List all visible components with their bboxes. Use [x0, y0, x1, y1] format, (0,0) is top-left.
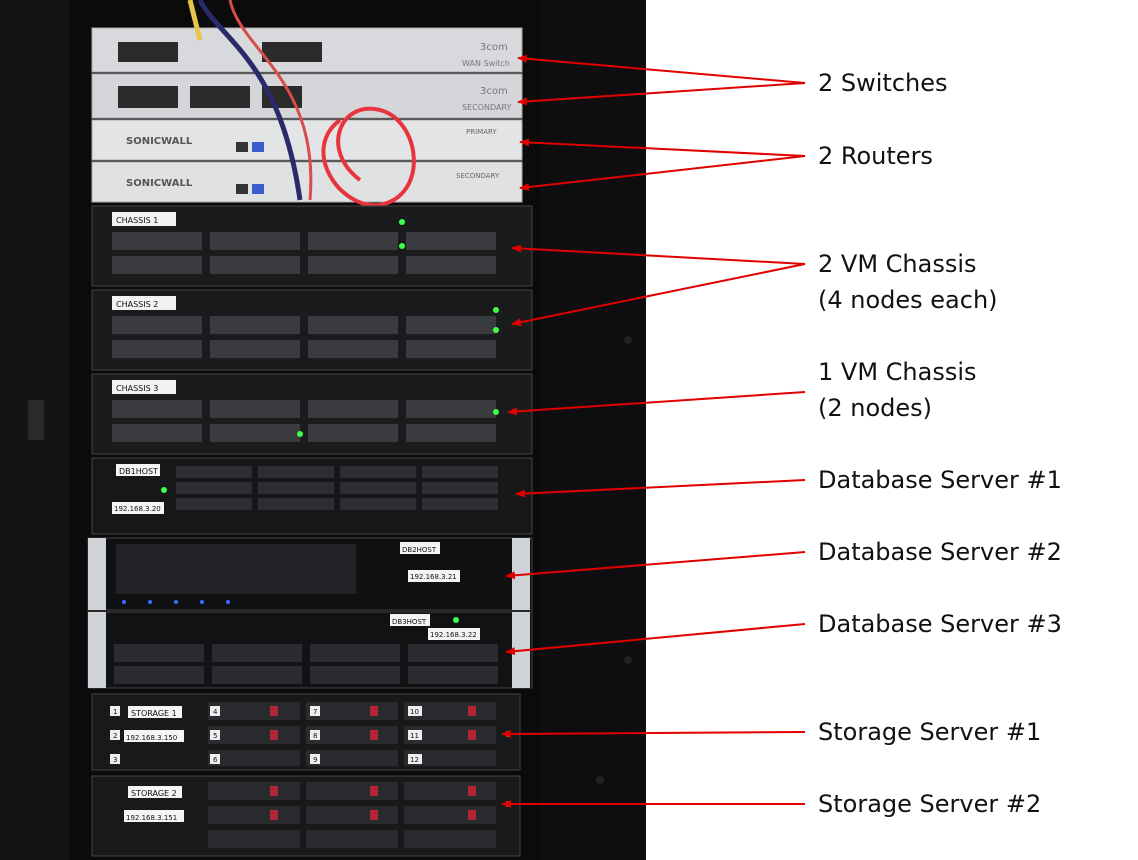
- label-vm-chassis-line1: 2 VM Chassis: [818, 250, 977, 278]
- server-rack-photo: 3com WAN Switch 3com SECONDARY SONICWALL…: [0, 0, 646, 860]
- storage-server-2: STORAGE 2 192.168.3.151: [91, 775, 521, 857]
- bay-number: 6: [213, 756, 218, 764]
- bay-number: 2: [113, 732, 117, 740]
- rack-illustration: 3com WAN Switch 3com SECONDARY SONICWALL…: [28, 0, 646, 860]
- label-storage-server-2: Storage Server #2: [818, 790, 1042, 818]
- router-unit-2: SONICWALL SECONDARY: [91, 161, 523, 203]
- switch-unit-2: 3com SECONDARY: [91, 73, 523, 119]
- storage-name-label: STORAGE 2: [131, 789, 177, 798]
- router-brand-text: SONICWALL: [126, 178, 193, 189]
- host-label: DB3HOST: [392, 618, 427, 626]
- ip-label: 192.168.3.151: [126, 814, 177, 822]
- database-server-1: DB1HOST 192.168.3.20: [91, 457, 533, 535]
- bay-number: 3: [113, 756, 117, 764]
- host-label: DB1HOST: [119, 467, 158, 476]
- database-server-3: DB3HOST 192.168.3.22: [87, 611, 533, 689]
- label-database-server-1: Database Server #1: [818, 466, 1062, 494]
- bay-number: 9: [313, 756, 317, 764]
- label-database-server-2: Database Server #2: [818, 538, 1062, 566]
- vm-chassis-3: CHASSIS 3: [91, 373, 533, 455]
- rack-right-door: [540, 0, 646, 860]
- chassis-label: CHASSIS 2: [116, 300, 158, 309]
- router-tag-text: SECONDARY: [456, 172, 500, 180]
- database-server-2: DB2HOST 192.168.3.21: [87, 537, 533, 611]
- bay-number: 8: [313, 732, 317, 740]
- rack-latch: [28, 400, 44, 440]
- red-patch-cable: [321, 106, 416, 208]
- bay-number: 11: [410, 732, 419, 740]
- vm-chassis-2: CHASSIS 2: [91, 289, 533, 371]
- label-vm-chassis2-line1: 1 VM Chassis: [818, 358, 977, 386]
- router-brand-text: SONICWALL: [126, 136, 193, 147]
- switch-unit-1: 3com WAN Switch: [91, 27, 523, 73]
- bay-number: 4: [213, 708, 218, 716]
- chassis-label: CHASSIS 3: [116, 384, 158, 393]
- label-switches: 2 Switches: [818, 69, 948, 97]
- ip-label: 192.168.3.21: [410, 573, 457, 581]
- bay-number-labels: 1 2 3 4 5 6 7 8 9 10 11 12: [110, 706, 422, 764]
- label-vm-chassis2-line2: (2 nodes): [818, 394, 933, 422]
- switch-brand-text: 3com: [480, 86, 508, 97]
- label-routers: 2 Routers: [818, 142, 933, 170]
- host-label: DB2HOST: [402, 546, 437, 554]
- bay-number: 10: [410, 708, 419, 716]
- storage-name-label: STORAGE 1: [131, 709, 177, 718]
- ip-label: 192.168.3.22: [430, 631, 477, 639]
- label-database-server-3: Database Server #3: [818, 610, 1062, 638]
- switch-tag-text: WAN Switch: [462, 59, 510, 68]
- chassis-label: CHASSIS 1: [116, 216, 158, 225]
- router-tag-text: PRIMARY: [466, 128, 497, 136]
- label-storage-server-1: Storage Server #1: [818, 718, 1042, 746]
- ip-label: 192.168.3.20: [114, 505, 161, 513]
- label-vm-chassis-line2: (4 nodes each): [818, 286, 998, 314]
- bay-number: 5: [213, 732, 217, 740]
- bay-number: 12: [410, 756, 419, 764]
- vm-chassis-1: CHASSIS 1: [91, 205, 533, 287]
- ip-label: 192.168.3.150: [126, 734, 177, 742]
- switch-tag-text: SECONDARY: [462, 103, 512, 112]
- bay-number: 7: [313, 708, 317, 716]
- storage-server-1: STORAGE 1 192.168.3.150: [91, 693, 521, 771]
- bay-number: 1: [113, 708, 117, 716]
- blue-cable: [197, 0, 303, 201]
- switch-brand-text: 3com: [480, 42, 508, 53]
